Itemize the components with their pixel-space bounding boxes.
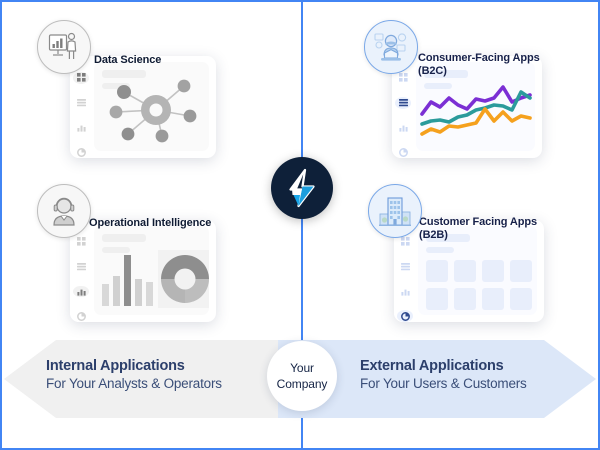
chart-panel-data-science <box>94 62 209 151</box>
card-operational-intelligence[interactable] <box>70 220 216 322</box>
your-company-badge: Your Company <box>267 341 337 411</box>
office-building-icon <box>368 184 422 238</box>
placeholder-bar <box>102 247 130 253</box>
list-icon[interactable] <box>73 97 89 109</box>
placeholder-bar <box>426 247 454 253</box>
placeholder-bar <box>102 234 146 242</box>
tile-grid-panel-b2b <box>418 226 537 315</box>
list-icon[interactable] <box>397 261 413 273</box>
bar-chart-icon[interactable] <box>395 122 411 134</box>
chart-panel-b2c <box>416 62 535 151</box>
card-data-science[interactable] <box>70 56 216 158</box>
pie-chart-icon[interactable] <box>397 310 413 322</box>
grid-icon[interactable] <box>73 236 89 248</box>
donut-chart <box>161 255 209 303</box>
pie-chart-icon[interactable] <box>73 146 89 158</box>
grid-tile[interactable] <box>426 288 448 310</box>
grid-tile[interactable] <box>482 260 504 282</box>
grid-icon[interactable] <box>73 72 89 84</box>
internal-applications-label: Internal Applications For Your Analysts … <box>46 357 222 393</box>
external-applications-label: External Applications For Your Users & C… <box>360 357 527 393</box>
list-icon[interactable] <box>73 261 89 273</box>
grid-icon[interactable] <box>395 72 411 84</box>
list-icon[interactable] <box>395 96 411 109</box>
center-vertical-divider <box>301 2 303 448</box>
card-sidebar-rail-b2b <box>394 220 416 322</box>
card-body-b2c <box>414 56 542 158</box>
card-sidebar-rail-operational <box>70 220 92 322</box>
pie-chart-icon[interactable] <box>395 146 411 158</box>
placeholder-bar <box>424 70 468 78</box>
card-body-b2b <box>416 220 544 322</box>
headset-agent-icon <box>37 184 91 238</box>
your-company-line1: Your <box>290 361 314 375</box>
card-title-b2c: Consumer-Facing Apps (B2C) <box>418 52 540 77</box>
card-consumer-facing-apps-b2c[interactable] <box>392 56 542 158</box>
pie-chart-icon[interactable] <box>73 310 89 322</box>
line-series-orange <box>420 107 532 136</box>
external-applications-subtitle: For Your Users & Customers <box>360 376 527 391</box>
grid-tile[interactable] <box>510 260 532 282</box>
line-series-teal <box>420 90 532 126</box>
internal-applications-title: Internal Applications <box>46 358 185 374</box>
your-company-line2: Company <box>276 377 328 391</box>
grid-tile[interactable] <box>454 260 476 282</box>
card-title-data-science: Data Science <box>94 54 162 66</box>
line-series-purple <box>420 85 532 116</box>
card-body-data-science <box>92 56 216 158</box>
placeholder-bar <box>426 234 470 242</box>
bar-chart-icon[interactable] <box>73 285 89 298</box>
network-graph <box>109 79 197 143</box>
card-customer-facing-apps-b2b[interactable] <box>394 220 544 322</box>
bar-chart-icon[interactable] <box>397 286 413 298</box>
external-applications-title: External Applications <box>360 358 504 374</box>
multi-line-chart <box>420 85 532 136</box>
chart-panel-operational <box>94 226 209 315</box>
person-laptop-icon <box>364 20 418 74</box>
placeholder-bar <box>102 83 130 89</box>
card-sidebar-rail-b2c <box>392 56 414 158</box>
bar-chart <box>102 250 209 308</box>
internal-applications-subtitle: For Your Analysts & Operators <box>46 376 222 391</box>
card-sidebar-rail-data-science <box>70 56 92 158</box>
lightning-bolt-logo <box>271 157 333 219</box>
card-body-operational <box>92 220 216 322</box>
card-title-operational-intelligence: Operational Intelligence <box>89 217 212 229</box>
grid-icon[interactable] <box>397 236 413 248</box>
presenter-chart-icon <box>37 20 91 74</box>
grid-tile[interactable] <box>426 260 448 282</box>
grid-tile[interactable] <box>482 288 504 310</box>
bar-chart-icon[interactable] <box>73 122 89 134</box>
grid-tile[interactable] <box>510 288 532 310</box>
grid-tile[interactable] <box>454 288 476 310</box>
placeholder-bar <box>424 83 452 89</box>
card-title-b2b: Customer Facing Apps (B2B) <box>419 216 537 241</box>
placeholder-bar <box>102 70 146 78</box>
